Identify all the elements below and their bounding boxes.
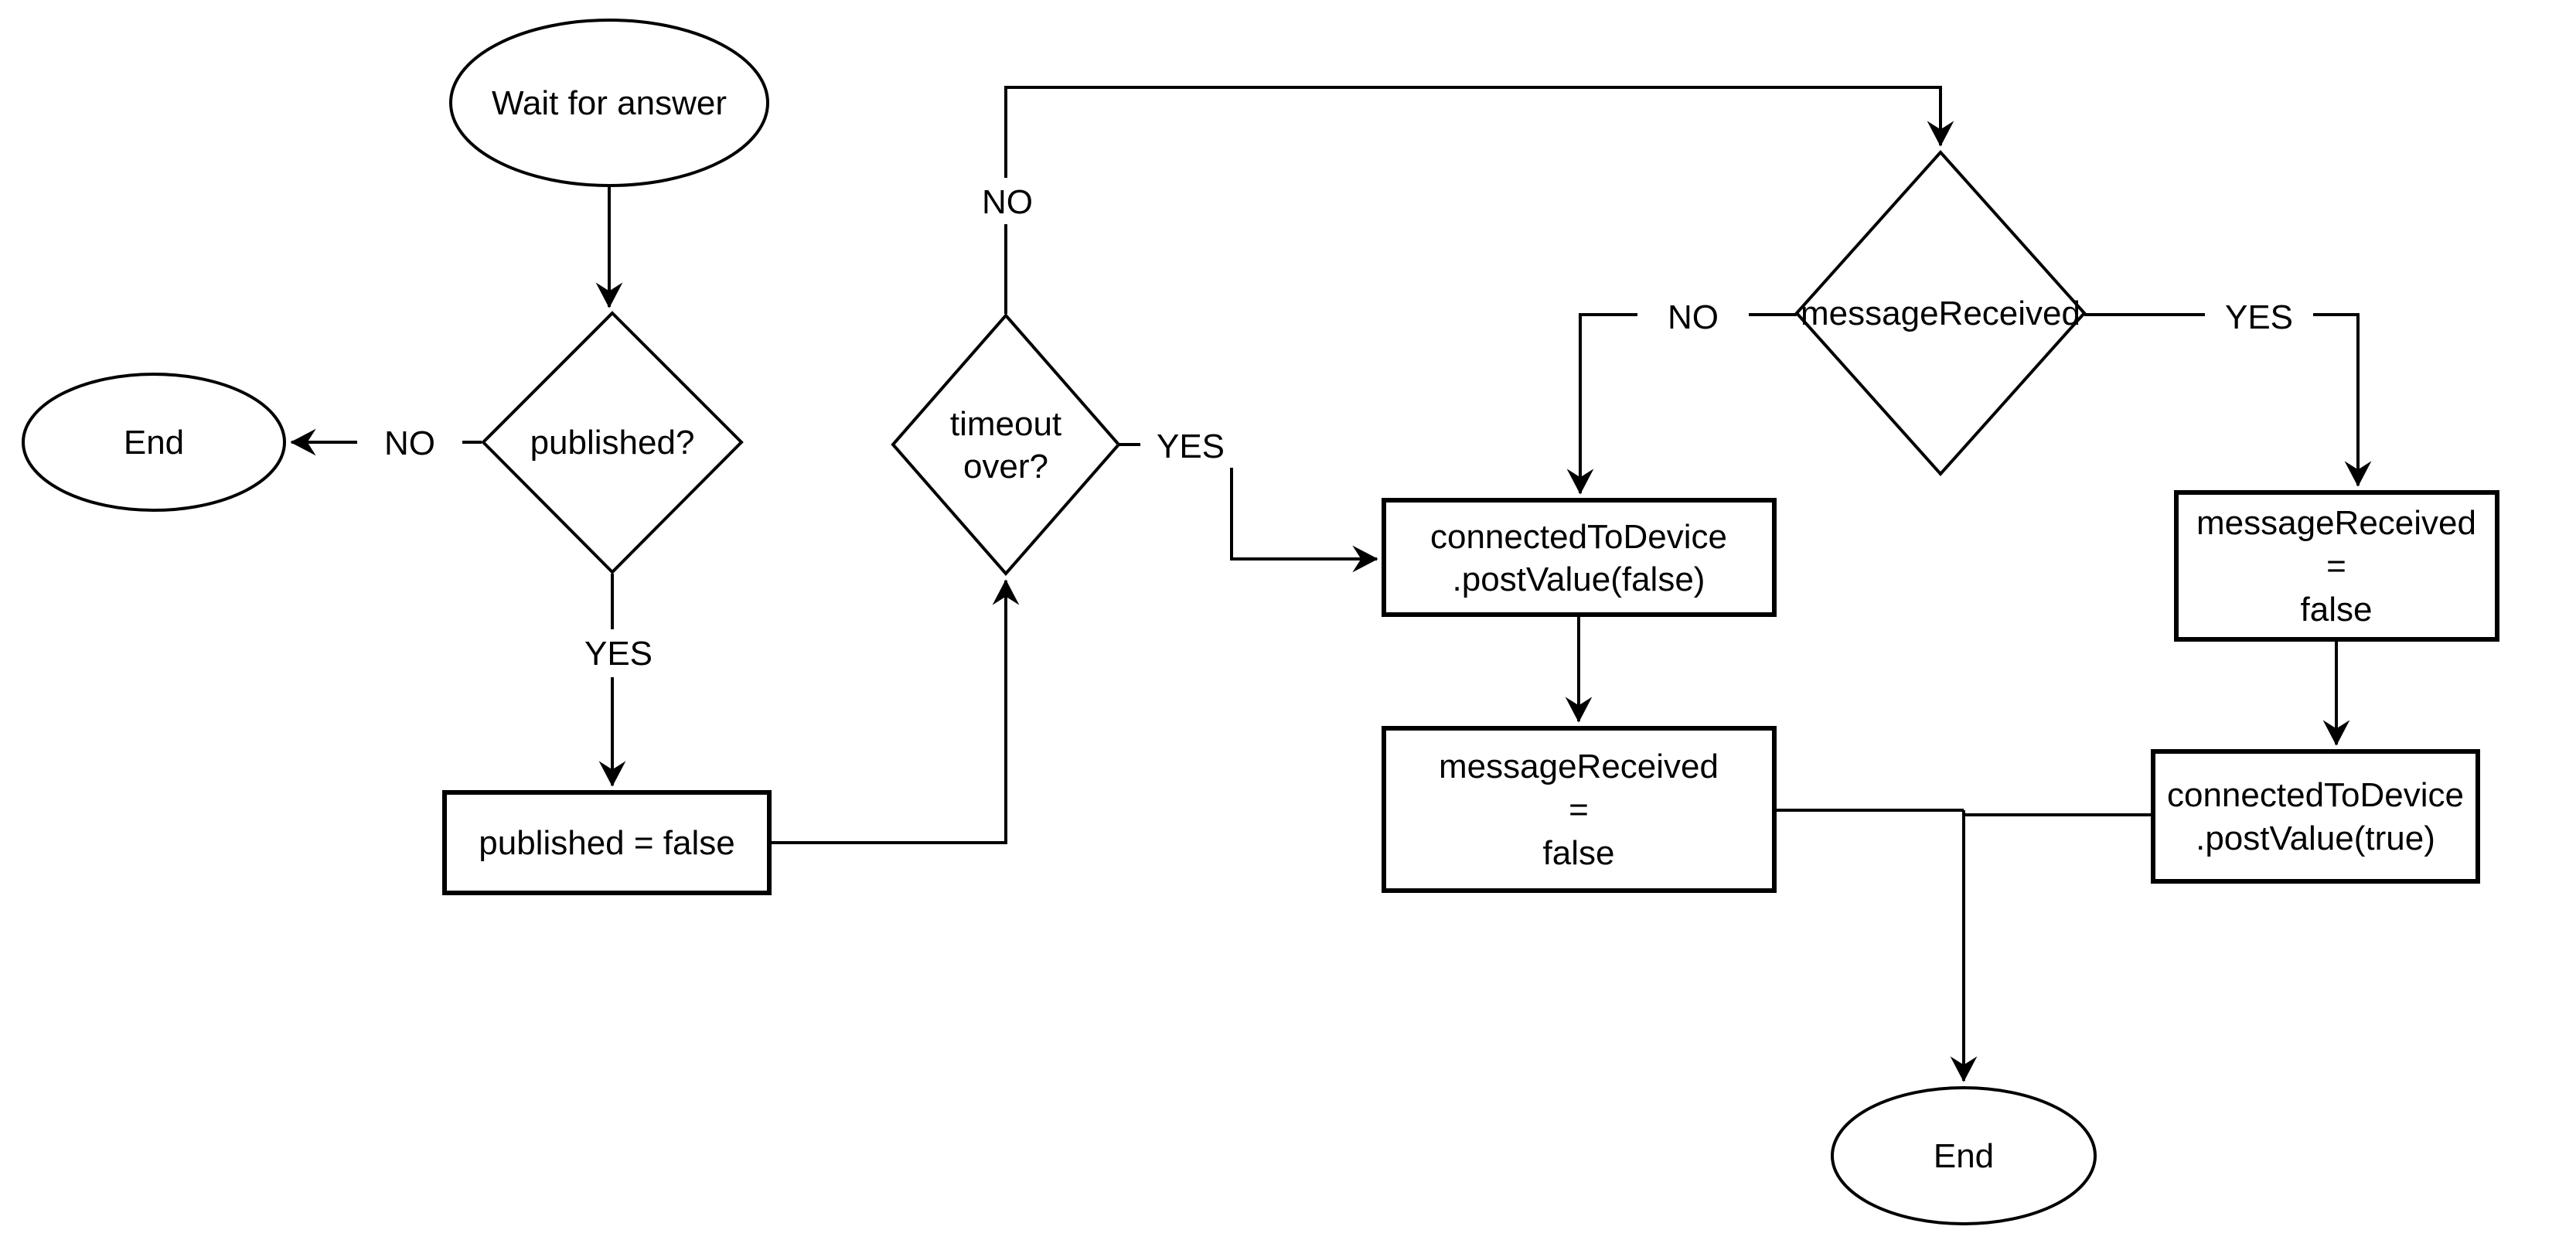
edge-label-message-yes: YES <box>2225 298 2293 336</box>
decision-published-label: published? <box>530 424 695 462</box>
terminal-end-bottom <box>1831 1086 2097 1225</box>
edge-message-yes-to-mrfalseright <box>2084 313 2372 487</box>
process-published-false-label: published = false <box>479 824 734 862</box>
process-message-received-false-mid <box>1382 726 1777 893</box>
decision-published <box>481 311 744 574</box>
terminal-wait-for-answer-label: Wait for answer <box>492 84 727 122</box>
process-message-received-false-right <box>2174 490 2499 642</box>
process-connected-post-false-line1: connectedToDevice <box>1430 518 1727 556</box>
process-message-received-false-right-line3: false <box>2301 591 2373 629</box>
edge-label-bg <box>1140 423 1241 468</box>
process-connected-post-true <box>2151 749 2480 884</box>
edge-label-published-no: NO <box>384 424 435 462</box>
edge-label-bg <box>1637 294 1749 339</box>
process-message-received-false-right-line2: = <box>2326 547 2346 585</box>
edge-message-no-to-connectedfalse <box>1566 313 1797 495</box>
edge-label-timeout-yes: YES <box>1157 428 1225 465</box>
process-connected-post-true-line1: connectedToDevice <box>2167 776 2464 814</box>
edge-label-bg <box>2205 294 2313 339</box>
process-connected-post-false-line2: .postValue(false) <box>1453 560 1705 598</box>
process-connected-post-false <box>1382 498 1777 617</box>
decision-message-received-label: messageReceived <box>1801 295 2080 332</box>
decision-timeout-over-label-line1: timeout <box>950 405 1061 443</box>
edge-publishedfalse-to-timeout <box>769 579 1020 844</box>
edge-timeout-no-to-messagereceived <box>1004 86 1954 314</box>
process-published-false <box>442 790 772 895</box>
process-message-received-false-mid-line3: false <box>1543 834 1615 872</box>
process-message-received-false-right-line1: messageReceived <box>2196 504 2476 542</box>
process-connected-post-true-line2: .postValue(true) <box>2196 819 2435 857</box>
terminal-end-bottom-label: End <box>1934 1137 1994 1175</box>
terminal-wait-for-answer <box>449 19 769 187</box>
terminal-end-left-label: End <box>124 424 184 462</box>
edge-label-published-yes: YES <box>584 635 653 673</box>
edge-label-bg <box>564 629 673 677</box>
edge-label-message-no: NO <box>1668 298 1719 336</box>
process-message-received-false-mid-line1: messageReceived <box>1439 748 1719 785</box>
edge-label-bg <box>357 421 462 464</box>
process-message-received-false-mid-line2: = <box>1569 791 1589 829</box>
terminal-end-left <box>22 373 286 512</box>
decision-message-received <box>1794 149 2087 477</box>
decision-timeout-over <box>891 312 1121 577</box>
decision-timeout-over-label-line2: over? <box>963 448 1048 486</box>
edge-label-timeout-no: NO <box>982 183 1033 221</box>
edge-label-bg <box>953 178 1061 224</box>
